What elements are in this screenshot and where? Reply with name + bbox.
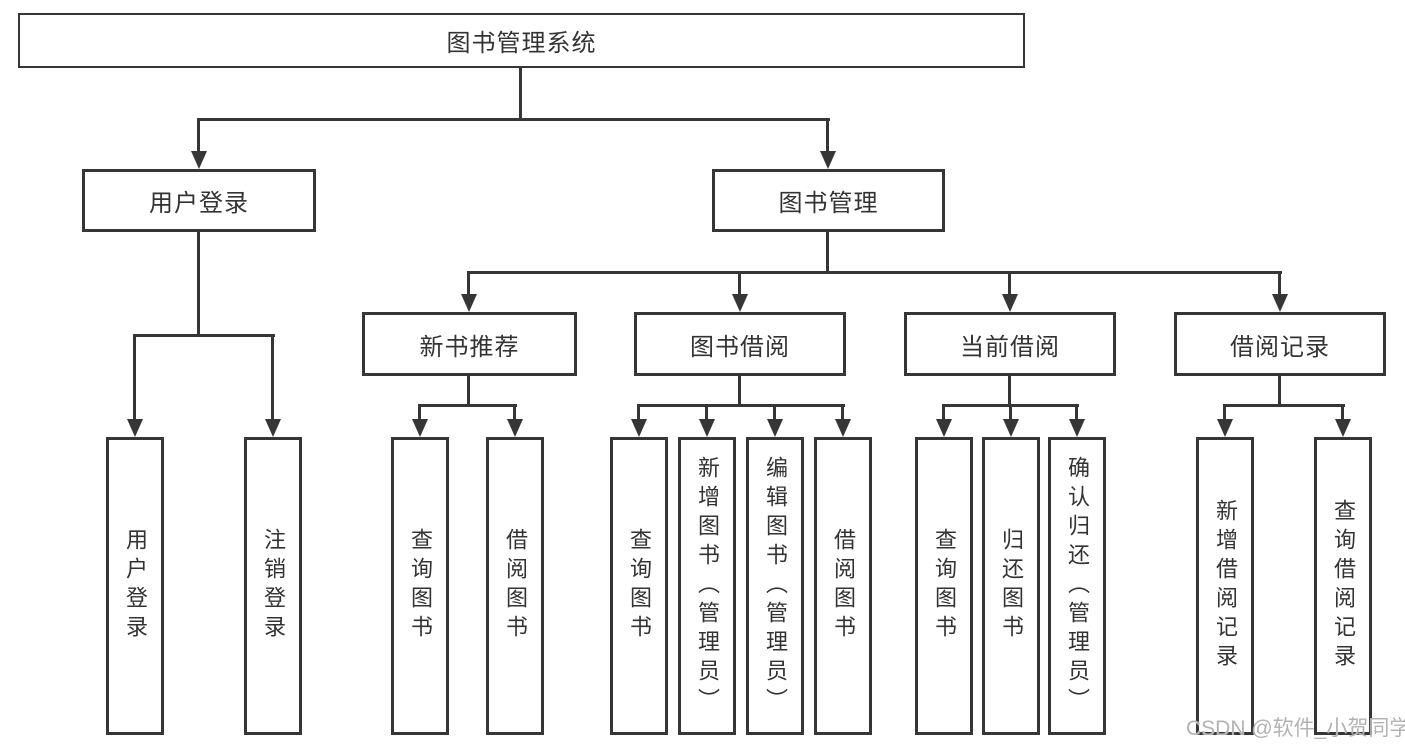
- arrow-down-icon: [820, 151, 836, 169]
- connector-line: [738, 374, 741, 407]
- connector-level2-rail: [197, 118, 830, 121]
- connector-line: [705, 404, 708, 421]
- arrow-down-icon: [1217, 419, 1233, 437]
- connector-line: [1009, 404, 1012, 421]
- connector-line: [467, 374, 470, 407]
- node-book-management: 图书管理: [712, 169, 945, 232]
- arrow-down-icon: [835, 419, 851, 437]
- connector-line: [637, 404, 640, 421]
- connector-line: [133, 334, 136, 420]
- arrow-down-icon: [127, 419, 143, 437]
- leaf-add-borrow-record: 新增借阅记录: [1196, 437, 1254, 735]
- connector-line: [1278, 374, 1281, 407]
- arrow-down-icon: [1335, 419, 1351, 437]
- leaf-confirm-return-admin: 确认归还（管理员）: [1048, 437, 1106, 735]
- arrow-down-icon: [767, 419, 783, 437]
- connector-rail: [637, 404, 845, 407]
- arrow-down-icon: [191, 151, 207, 169]
- leaf-query-books: 查询图书: [915, 437, 973, 735]
- connector-line: [1008, 374, 1011, 407]
- connector-level3-rail: [467, 271, 1282, 274]
- arrow-down-icon: [699, 419, 715, 437]
- leaf-query-borrow-record: 查询借阅记录: [1314, 437, 1372, 735]
- connector-root-stem: [519, 68, 522, 119]
- arrow-down-icon: [732, 294, 748, 312]
- arrow-down-icon: [1002, 294, 1018, 312]
- connector-line: [942, 404, 945, 421]
- node-library-system: 图书管理系统: [18, 13, 1025, 68]
- connector-line: [513, 404, 516, 421]
- leaf-edit-books-admin: 编辑图书（管理员）: [746, 437, 804, 735]
- arrow-down-icon: [1003, 419, 1019, 437]
- connector-user-login-stem: [197, 230, 200, 336]
- leaf-add-books-admin: 新增图书（管理员）: [678, 437, 736, 735]
- connector-line: [1075, 404, 1078, 421]
- connector-user-login-rail: [133, 334, 275, 337]
- connector-line: [1341, 404, 1344, 421]
- leaf-user-login: 用户登录: [106, 437, 164, 735]
- node-book-borrowing: 图书借阅: [634, 312, 846, 376]
- arrow-down-icon: [412, 419, 428, 437]
- leaf-return-books: 归还图书: [982, 437, 1040, 735]
- arrow-down-icon: [1272, 294, 1288, 312]
- leaf-borrow-books: 借阅图书: [486, 437, 544, 735]
- arrow-down-icon: [507, 419, 523, 437]
- leaf-query-books: 查询图书: [391, 437, 449, 735]
- csdn-watermark: CSDN @软件_小贺同学: [1186, 717, 1405, 740]
- connector-line: [1223, 404, 1226, 421]
- node-user-login: 用户登录: [82, 169, 316, 232]
- connector-line: [826, 118, 829, 154]
- connector-line: [467, 271, 470, 296]
- arrow-down-icon: [1069, 419, 1085, 437]
- connector-line: [271, 334, 274, 420]
- node-borrow-records: 借阅记录: [1174, 312, 1386, 376]
- connector-line: [1008, 271, 1011, 296]
- connector-line: [418, 404, 421, 421]
- connector-line: [1278, 271, 1281, 296]
- connector-line: [197, 118, 200, 154]
- leaf-borrow-books: 借阅图书: [814, 437, 872, 735]
- arrow-down-icon: [461, 294, 477, 312]
- connector-book-mgmt-stem: [826, 230, 829, 273]
- connector-rail: [418, 404, 517, 407]
- arrow-down-icon: [936, 419, 952, 437]
- connector-line: [841, 404, 844, 421]
- leaf-query-books: 查询图书: [610, 437, 668, 735]
- connector-line: [738, 271, 741, 296]
- leaf-logout: 注销登录: [244, 437, 302, 735]
- arrow-down-icon: [631, 419, 647, 437]
- connector-rail: [1223, 404, 1345, 407]
- node-current-borrowing: 当前借阅: [904, 312, 1116, 376]
- connector-line: [773, 404, 776, 421]
- node-new-book-recommend: 新书推荐: [362, 312, 577, 376]
- arrow-down-icon: [265, 419, 281, 437]
